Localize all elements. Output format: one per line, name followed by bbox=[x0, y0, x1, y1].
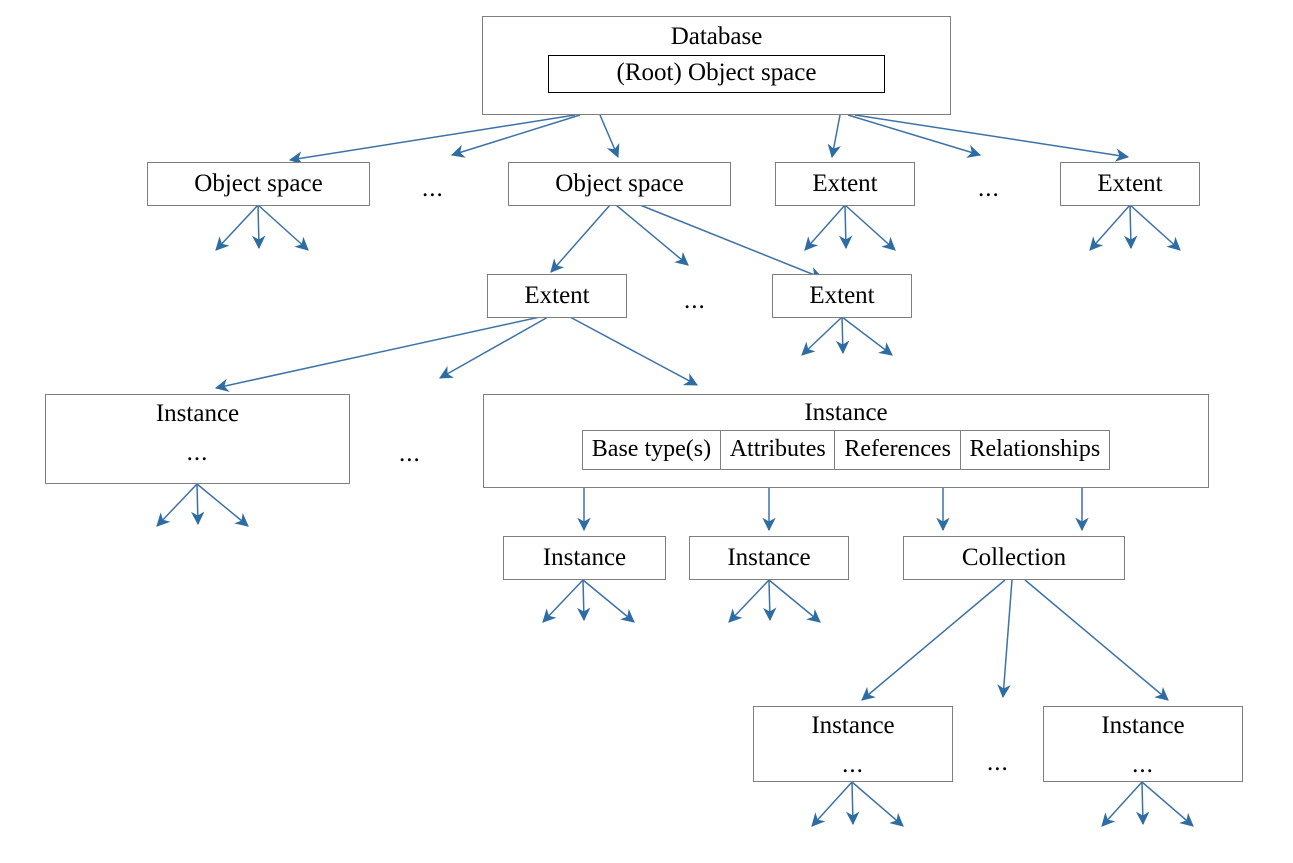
node-instance-detail-title: Instance bbox=[804, 399, 888, 426]
node-instance-left[interactable]: Instance ... bbox=[45, 394, 350, 484]
ellipsis-row2-a: ... bbox=[422, 175, 444, 202]
node-extent-row2-left[interactable]: Extent bbox=[775, 162, 915, 206]
node-instance-collection-left[interactable]: Instance ... bbox=[753, 706, 953, 782]
node-database-title: Database bbox=[670, 23, 763, 50]
node-extent-row2-left-title: Extent bbox=[812, 170, 878, 197]
node-instance-collection-right[interactable]: Instance ... bbox=[1043, 706, 1243, 782]
node-instance-base-type[interactable]: Instance bbox=[503, 536, 666, 580]
node-extent-row3-left[interactable]: Extent bbox=[487, 274, 627, 318]
node-extent-row3-right[interactable]: Extent bbox=[772, 274, 912, 318]
node-instance-collection-left-dots: ... bbox=[842, 751, 864, 778]
ellipsis-row6: ... bbox=[987, 749, 1009, 776]
node-object-space-mid-title: Object space bbox=[555, 170, 684, 197]
cell-references[interactable]: References bbox=[834, 430, 961, 470]
node-collection-title: Collection bbox=[961, 544, 1067, 571]
node-object-space-left-title: Object space bbox=[194, 170, 323, 197]
node-extent-row2-right-title: Extent bbox=[1097, 170, 1163, 197]
node-instance-collection-right-title: Instance bbox=[1101, 712, 1185, 739]
node-object-space-mid[interactable]: Object space bbox=[508, 162, 731, 206]
node-collection[interactable]: Collection bbox=[903, 536, 1125, 580]
node-root-object-space-title: (Root) Object space bbox=[616, 59, 817, 86]
cell-attributes[interactable]: Attributes bbox=[719, 430, 836, 470]
node-instance-left-title: Instance bbox=[155, 400, 240, 427]
cell-base-types[interactable]: Base type(s) bbox=[581, 430, 722, 470]
node-instance-left-dots: ... bbox=[186, 439, 209, 466]
node-extent-row2-right[interactable]: Extent bbox=[1060, 162, 1200, 206]
cell-relationships[interactable]: Relationships bbox=[959, 430, 1111, 470]
node-extent-row3-right-title: Extent bbox=[809, 282, 875, 309]
instance-detail-cells: Base type(s) Attributes References Relat… bbox=[581, 430, 1111, 470]
ellipsis-row4: ... bbox=[399, 440, 421, 467]
node-instance-detail[interactable]: Instance Base type(s) Attributes Referen… bbox=[483, 394, 1209, 488]
ellipsis-row2-b: ... bbox=[978, 175, 1000, 202]
node-database[interactable]: Database (Root) Object space bbox=[482, 16, 951, 115]
node-instance-attributes[interactable]: Instance bbox=[689, 536, 849, 580]
node-extent-row3-left-title: Extent bbox=[524, 282, 590, 309]
node-instance-attributes-title: Instance bbox=[727, 544, 811, 571]
node-instance-collection-right-dots: ... bbox=[1132, 751, 1154, 778]
ellipsis-row3: ... bbox=[684, 287, 706, 314]
node-root-object-space[interactable]: (Root) Object space bbox=[548, 55, 885, 93]
node-instance-collection-left-title: Instance bbox=[811, 712, 895, 739]
node-object-space-left[interactable]: Object space bbox=[147, 162, 370, 206]
node-instance-base-type-title: Instance bbox=[542, 544, 627, 571]
